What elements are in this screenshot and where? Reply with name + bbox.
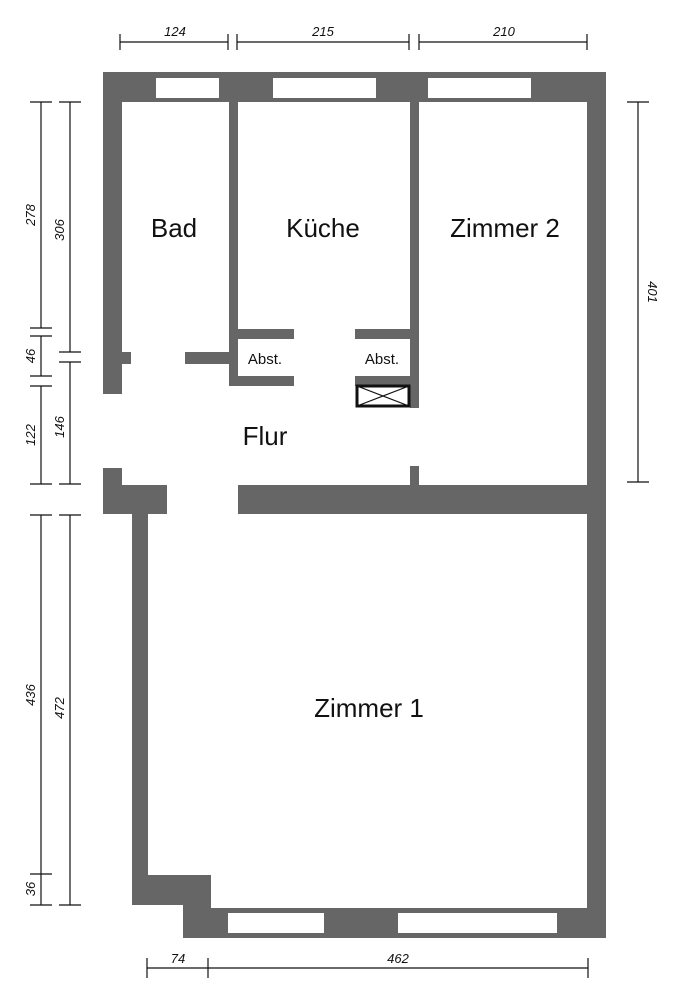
wall-bad-door-stub-right xyxy=(185,352,229,364)
window-top-2 xyxy=(273,78,376,98)
wall-abst-left-bottom xyxy=(229,376,294,386)
room-label-kueche: Küche xyxy=(286,213,360,243)
room-label-abst-right: Abst. xyxy=(365,351,399,368)
dimension-right: 401 xyxy=(627,101,660,483)
windows xyxy=(156,78,557,933)
wall-bad-door-stub-left xyxy=(122,352,131,364)
shaft-crossed-box xyxy=(355,384,411,408)
dimension-top: 124 215 210 xyxy=(119,24,588,50)
dimension-left-outer-1: 278 xyxy=(23,203,38,226)
wall-abst-left-top xyxy=(229,329,294,339)
dimension-left-outer-4: 436 xyxy=(23,683,38,705)
dimension-left-inner: 306 146 472 xyxy=(52,101,81,906)
room-label-zimmer2: Zimmer 2 xyxy=(450,213,560,243)
wall-abst-right-bottom xyxy=(355,376,419,386)
room-label-bad: Bad xyxy=(151,213,197,243)
window-top-3 xyxy=(428,78,531,98)
window-bottom-2 xyxy=(398,913,557,933)
dimension-bottom: 74 462 xyxy=(146,951,589,978)
dimension-top-3: 210 xyxy=(492,24,515,39)
window-bottom-1 xyxy=(228,913,324,933)
room-label-zimmer1: Zimmer 1 xyxy=(314,693,424,723)
dimension-left-inner-1: 306 xyxy=(52,218,67,240)
wall-kueche-zimmer2 xyxy=(410,102,419,408)
dimension-bottom-2: 462 xyxy=(387,951,409,966)
dimension-top-1: 124 xyxy=(164,24,186,39)
dimension-left-outer-3: 122 xyxy=(23,423,38,445)
wall-left-zimmer1 xyxy=(132,485,148,885)
dimension-left-outer: 278 46 122 436 36 xyxy=(23,101,52,906)
dimension-left-outer-5: 36 xyxy=(23,881,38,896)
dimension-bottom-1: 74 xyxy=(171,951,185,966)
room-label-abst-left: Abst. xyxy=(248,351,282,368)
dimension-left-inner-3: 472 xyxy=(52,696,67,718)
dimension-left-inner-2: 146 xyxy=(52,415,67,437)
room-label-flur: Flur xyxy=(243,421,288,451)
wall-abst-right-top xyxy=(355,329,419,339)
dimension-right-1: 401 xyxy=(645,281,660,303)
walls xyxy=(103,72,606,938)
wall-bad-kueche xyxy=(229,102,238,386)
wall-flur-zimmer1 xyxy=(238,485,606,514)
dimension-left-outer-2: 46 xyxy=(23,348,38,363)
dimension-top-2: 215 xyxy=(311,24,334,39)
wall-left-upper xyxy=(103,72,122,394)
wall-zimmer2-stub xyxy=(410,466,419,486)
window-top-1 xyxy=(156,78,219,98)
